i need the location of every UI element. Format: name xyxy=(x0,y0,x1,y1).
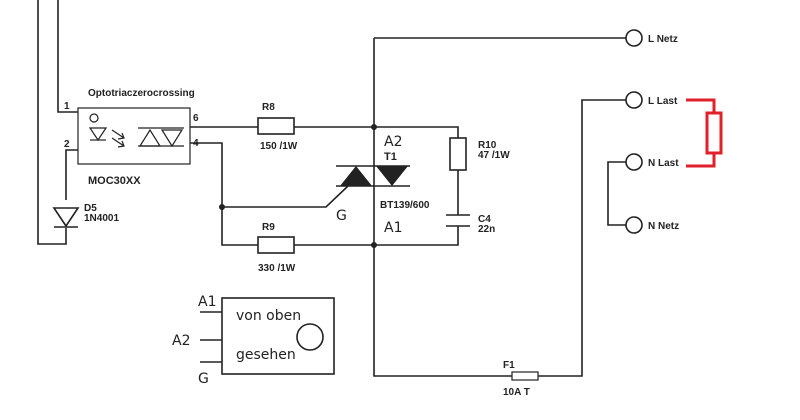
triac-value: BT139/600 xyxy=(380,200,430,211)
r9-gate-branch: R9 330 /1W xyxy=(190,142,374,274)
package-pin-a2: A2 xyxy=(172,333,190,349)
terminal-n-last-label: N Last xyxy=(648,158,679,169)
c4-ref: C4 xyxy=(478,214,491,225)
triac-gate-label: G xyxy=(336,208,347,224)
r8-branch: R8 150 /1W xyxy=(190,102,374,152)
snubber: R10 47 /1W C4 22n xyxy=(374,126,510,246)
resistor-r9 xyxy=(257,236,295,254)
resistor-r8 xyxy=(257,117,295,135)
terminal-l-last xyxy=(625,91,643,109)
package-pin-a1: A1 xyxy=(198,294,216,310)
diode-d5: D5 1N4001 xyxy=(52,203,119,228)
terminal-l-netz xyxy=(625,29,643,47)
pin1-marker-icon xyxy=(89,113,99,123)
fuse-ref: F1 xyxy=(503,360,515,371)
opto-part: MOC30XX xyxy=(88,175,141,187)
package-line1: von oben xyxy=(236,308,301,324)
c4-value: 22n xyxy=(478,224,495,235)
triac-ref: T1 xyxy=(384,151,397,163)
opto-title: Optotriaczerocrossing xyxy=(88,88,195,99)
capacitor-c4 xyxy=(446,214,470,227)
terminals: L Netz L Last N Last N Netz xyxy=(625,29,679,234)
neutral-wire xyxy=(607,161,626,226)
terminal-n-netz xyxy=(625,216,643,234)
mounting-hole-icon xyxy=(296,323,324,351)
r10-ref: R10 xyxy=(478,140,497,151)
load-resistor xyxy=(686,98,723,168)
opto-pin-1: 1 xyxy=(64,101,70,112)
triac-a2-label: A2 xyxy=(384,134,402,150)
package-pin-g: G xyxy=(198,371,209,387)
terminal-n-last xyxy=(625,153,643,171)
terminal-l-last-label: L Last xyxy=(648,96,678,107)
input-wires xyxy=(37,0,78,245)
r10-value: 47 /1W xyxy=(478,150,510,161)
opto-pin-2: 2 xyxy=(64,139,70,150)
r8-value: 150 /1W xyxy=(260,141,298,152)
r9-value: 330 /1W xyxy=(258,263,296,274)
fuse-f1: F1 10A T xyxy=(503,360,539,398)
triac-package-view: von oben gesehen A1 A2 G xyxy=(172,294,335,387)
r9-ref: R9 xyxy=(262,222,275,233)
diode-value: 1N4001 xyxy=(84,213,119,224)
r8-ref: R8 xyxy=(262,102,275,113)
optocoupler: Optotriaczerocrossing 1 2 6 4 MOC30XX xyxy=(64,88,199,187)
terminal-l-netz-label: L Netz xyxy=(648,34,678,45)
diode-ref: D5 xyxy=(84,203,97,214)
triac-t1: A2 T1 G BT139/600 A1 xyxy=(336,38,626,377)
terminal-n-netz-label: N Netz xyxy=(648,221,679,232)
package-line2: gesehen xyxy=(236,347,296,363)
triac-a1-label: A1 xyxy=(384,220,402,236)
resistor-r10 xyxy=(449,137,467,171)
fuse-value: 10A T xyxy=(503,387,530,398)
opto-pin-6: 6 xyxy=(193,113,199,124)
